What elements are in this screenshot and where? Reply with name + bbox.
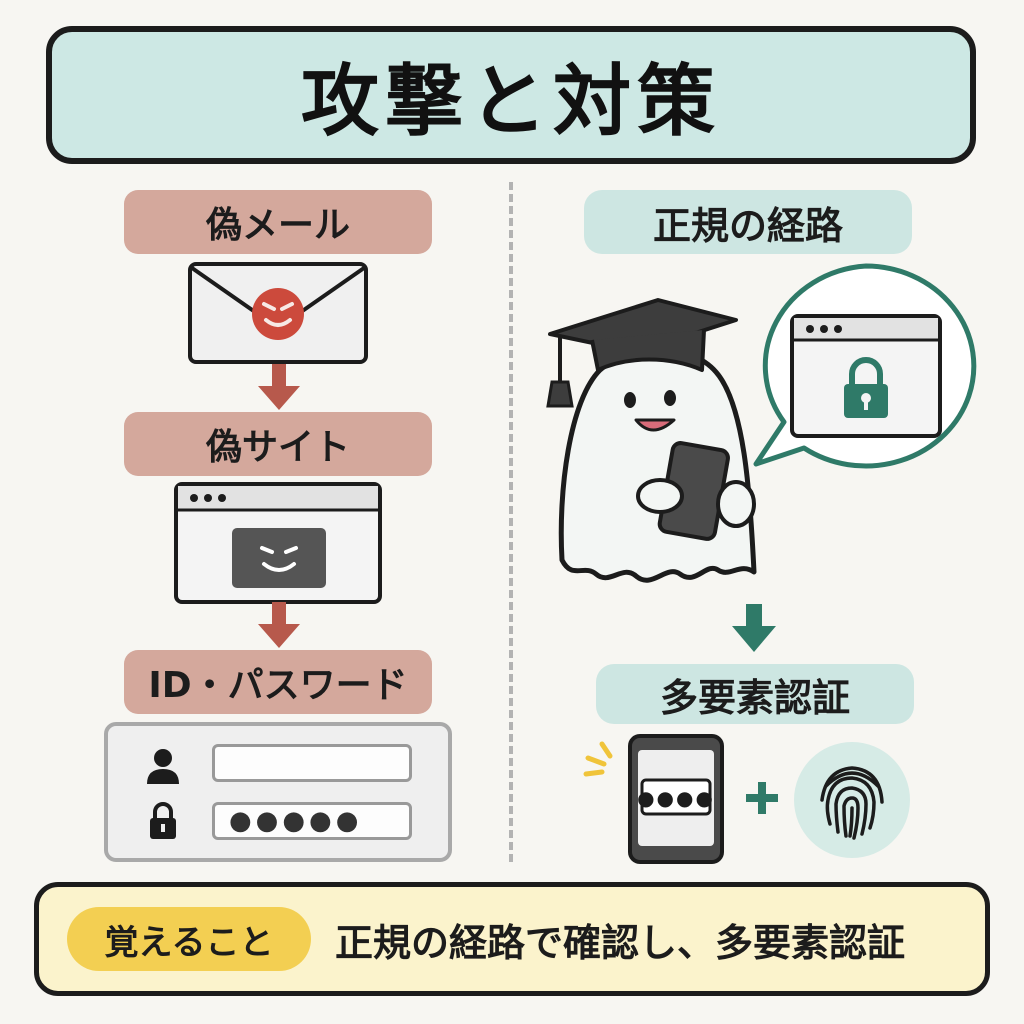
user-icon	[147, 749, 179, 784]
login-form: ●●●●●	[104, 722, 452, 862]
arrow-down-icon	[258, 364, 300, 410]
secure-browser-icon	[790, 314, 942, 438]
title-banner: 攻撃と対策	[46, 26, 976, 164]
lock-icon	[150, 802, 176, 839]
phone-code-icon: ●●●●	[628, 734, 724, 864]
arrow-down-icon	[258, 602, 300, 648]
username-field[interactable]	[212, 744, 412, 782]
label-official-route: 正規の経路	[584, 190, 912, 254]
plus-icon	[746, 782, 778, 814]
center-divider	[509, 182, 513, 862]
fake-mail-envelope-icon	[188, 262, 368, 364]
fake-site-browser-icon	[174, 482, 382, 604]
fingerprint-icon	[794, 742, 910, 858]
arrow-down-icon	[732, 604, 776, 652]
memo-badge: 覚えること	[67, 907, 311, 971]
summary-banner: 覚えること 正規の経路で確認し、多要素認証	[34, 882, 990, 996]
ghost-mascot-icon	[546, 298, 757, 583]
label-mfa: 多要素認証	[596, 664, 914, 724]
label-id-password: ID・パスワード	[124, 650, 432, 714]
phone-code-text: ●●●●	[637, 786, 715, 810]
label-fake-mail: 偽メール	[124, 190, 432, 254]
password-field[interactable]: ●●●●●	[212, 802, 412, 840]
summary-text: 正規の経路で確認し、多要素認証	[335, 920, 906, 965]
page-title: 攻撃と対策	[300, 57, 721, 147]
label-fake-site: 偽サイト	[124, 412, 432, 476]
notification-lines-icon	[583, 741, 613, 777]
